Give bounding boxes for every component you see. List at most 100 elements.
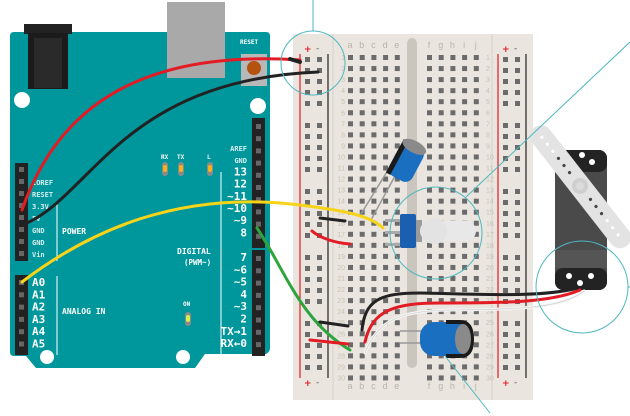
rail-hole[interactable]	[305, 200, 310, 205]
rail-hole[interactable]	[317, 222, 322, 227]
rail-hole[interactable]	[317, 167, 322, 172]
rail-hole[interactable]	[317, 200, 322, 205]
breadboard-hole[interactable]	[383, 331, 389, 337]
rail-hole[interactable]	[305, 288, 310, 293]
header-pin[interactable]	[256, 124, 261, 129]
breadboard-hole[interactable]	[394, 331, 400, 337]
breadboard-hole[interactable]	[438, 66, 444, 72]
breadboard-hole[interactable]	[438, 88, 444, 94]
rail-hole[interactable]	[305, 167, 310, 172]
breadboard-hole[interactable]	[450, 364, 456, 370]
breadboard-hole[interactable]	[473, 55, 479, 60]
breadboard-hole[interactable]	[473, 264, 479, 270]
breadboard-hole[interactable]	[371, 88, 377, 94]
breadboard-hole[interactable]	[394, 121, 400, 127]
breadboard-hole[interactable]	[427, 165, 432, 171]
rail-hole[interactable]	[305, 68, 310, 73]
breadboard-hole[interactable]	[348, 55, 353, 60]
breadboard-hole[interactable]	[359, 298, 365, 304]
breadboard-hole[interactable]	[383, 298, 389, 304]
header-pin[interactable]	[19, 203, 24, 208]
breadboard-hole[interactable]	[348, 187, 353, 193]
breadboard-hole[interactable]	[450, 253, 456, 259]
header-pin[interactable]	[19, 341, 24, 347]
breadboard-hole[interactable]	[427, 242, 432, 248]
wire-black-pot[interactable]	[318, 216, 347, 223]
breadboard-hole[interactable]	[462, 121, 468, 127]
rail-hole[interactable]	[503, 288, 508, 293]
header-pin[interactable]	[256, 197, 261, 203]
rail-hole[interactable]	[503, 365, 508, 370]
breadboard-hole[interactable]	[438, 187, 444, 193]
rail-hole[interactable]	[515, 277, 520, 282]
wire-red-5v[interactable]	[20, 57, 302, 212]
breadboard-hole[interactable]	[371, 143, 377, 149]
breadboard-hole[interactable]	[394, 320, 400, 326]
rail-hole[interactable]	[305, 277, 310, 282]
header-pin[interactable]	[19, 316, 24, 322]
breadboard-hole[interactable]	[462, 99, 468, 105]
breadboard-hole[interactable]	[348, 276, 353, 281]
breadboard-hole[interactable]	[438, 264, 444, 270]
breadboard-hole[interactable]	[394, 342, 400, 348]
breadboard-hole[interactable]	[438, 298, 444, 304]
breadboard-hole[interactable]	[394, 287, 400, 293]
breadboard-hole[interactable]	[438, 110, 444, 116]
header-pin[interactable]	[19, 304, 24, 310]
breadboard-hole[interactable]	[383, 220, 389, 226]
rail-hole[interactable]	[503, 255, 508, 260]
breadboard-hole[interactable]	[394, 309, 400, 315]
rail-hole[interactable]	[515, 57, 520, 62]
breadboard-hole[interactable]	[473, 176, 479, 182]
breadboard-hole[interactable]	[427, 209, 432, 215]
rail-hole[interactable]	[305, 156, 310, 161]
rail-hole[interactable]	[317, 211, 322, 216]
breadboard-hole[interactable]	[450, 55, 456, 60]
rail-hole[interactable]	[305, 321, 310, 326]
header-pin[interactable]	[256, 221, 261, 227]
header-pin[interactable]	[256, 185, 261, 190]
header-pin[interactable]	[256, 268, 261, 274]
breadboard-hole[interactable]	[394, 264, 400, 270]
breadboard-hole[interactable]	[462, 198, 468, 204]
rail-hole[interactable]	[503, 134, 508, 139]
breadboard-hole[interactable]	[371, 242, 377, 248]
breadboard-hole[interactable]	[473, 165, 479, 171]
breadboard-hole[interactable]	[383, 77, 389, 83]
breadboard-hole[interactable]	[348, 287, 353, 293]
rail-hole[interactable]	[317, 123, 322, 128]
breadboard-hole[interactable]	[473, 364, 479, 370]
rail-hole[interactable]	[317, 266, 322, 271]
breadboard-hole[interactable]	[383, 154, 389, 160]
breadboard-hole[interactable]	[394, 77, 400, 83]
header-pin[interactable]	[256, 160, 261, 166]
breadboard-hole[interactable]	[348, 121, 353, 127]
header-pin[interactable]	[256, 148, 261, 154]
header-pin[interactable]	[19, 227, 24, 232]
rail-hole[interactable]	[317, 101, 322, 106]
breadboard-hole[interactable]	[462, 276, 468, 281]
breadboard-hole[interactable]	[394, 375, 400, 381]
rail-hole[interactable]	[503, 90, 508, 95]
header-pin[interactable]	[19, 191, 24, 196]
breadboard-hole[interactable]	[462, 364, 468, 370]
wire-red-pot[interactable]	[310, 229, 352, 246]
breadboard-hole[interactable]	[383, 88, 389, 94]
rail-hole[interactable]	[503, 222, 508, 227]
breadboard-hole[interactable]	[473, 209, 479, 215]
breadboard-hole[interactable]	[427, 110, 432, 116]
breadboard-hole[interactable]	[462, 66, 468, 72]
breadboard-hole[interactable]	[450, 121, 456, 127]
breadboard-hole[interactable]	[438, 154, 444, 160]
breadboard-hole[interactable]	[473, 198, 479, 204]
rail-hole[interactable]	[515, 332, 520, 337]
rail-hole[interactable]	[305, 57, 310, 62]
breadboard-hole[interactable]	[450, 165, 456, 171]
rail-hole[interactable]	[317, 145, 322, 150]
breadboard-hole[interactable]	[427, 375, 432, 381]
rail-hole[interactable]	[503, 167, 508, 172]
rail-hole[interactable]	[305, 189, 310, 194]
breadboard-hole[interactable]	[348, 88, 353, 94]
rail-hole[interactable]	[305, 255, 310, 260]
rail-hole[interactable]	[515, 123, 520, 128]
